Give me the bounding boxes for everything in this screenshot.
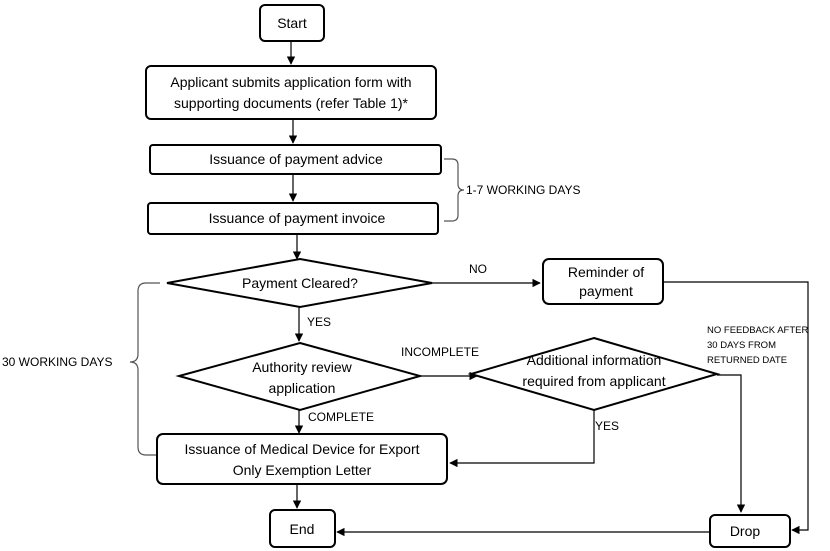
node-payment-advice: Issuance of payment advice [149, 144, 442, 175]
edge-label-no-feedback-line-2: 30 DAYS FROM [707, 340, 776, 351]
edge-label-no-feedback-line-1: NO FEEDBACK AFTER [707, 325, 808, 336]
annotation-30-working-days: 30 WORKING DAYS [2, 355, 112, 369]
issuance-exemption-letter-label-line-1: Issuance of Medical Device for Export [185, 441, 420, 457]
reminder-of-payment-label-line-1: Reminder of [568, 264, 644, 280]
annotation-1-7-working-days: 1-7 WORKING DAYS [466, 183, 580, 197]
issuance-exemption-letter-box [156, 433, 448, 485]
node-authority-review: Authority review application [175, 341, 424, 412]
authority-review-label-line-2: application [269, 380, 336, 396]
edge-additional-to-drop [717, 374, 746, 513]
payment-invoice-box [147, 202, 439, 235]
submit-application-label-line-2: supporting documents (refer Table 1)* [174, 95, 409, 111]
edge-label-yes-payment: YES [307, 315, 331, 329]
brace-30-working-days [129, 282, 160, 456]
reminder-of-payment-box [542, 258, 664, 305]
node-issuance-exemption-letter: Issuance of Medical Device for Export On… [156, 433, 448, 485]
end-box [269, 509, 336, 548]
authority-review-diamond [175, 341, 424, 412]
payment-cleared-label: Payment Cleared? [242, 275, 358, 291]
node-submit-application: Applicant submits application form with … [145, 65, 437, 120]
end-label: End [290, 521, 315, 537]
payment-advice-label: Issuance of payment advice [209, 151, 383, 167]
node-end: End [269, 509, 336, 548]
additional-information-diamond [467, 336, 721, 412]
additional-information-label-line-1: Additional information [527, 352, 662, 368]
edge-label-complete: COMPLETE [308, 410, 374, 424]
node-payment-invoice: Issuance of payment invoice [147, 202, 439, 235]
edge-additional-yes-to-issuance [449, 410, 595, 468]
node-additional-information: Additional information required from app… [467, 336, 721, 412]
brace-1-7-working-days [444, 158, 465, 222]
drop-label: Drop [730, 523, 761, 539]
drop-box [709, 514, 791, 548]
node-payment-cleared: Payment Cleared? [166, 257, 433, 309]
payment-invoice-label: Issuance of payment invoice [209, 210, 386, 226]
additional-information-label-line-2: required from applicant [522, 373, 665, 389]
start-label: Start [277, 15, 307, 31]
connectors [286, 41, 809, 537]
node-drop: Drop [709, 514, 791, 548]
edge-label-no-feedback-line-3: RETURNED DATE [707, 355, 787, 366]
edge-label-yes-additional: YES [595, 419, 619, 433]
start-box [259, 4, 325, 42]
submit-application-label-line-1: Applicant submits application form with [170, 74, 411, 90]
payment-advice-box [149, 144, 442, 175]
issuance-exemption-letter-label-line-2: Only Exemption Letter [233, 462, 372, 478]
edge-reminder-to-drop [663, 281, 809, 535]
edge-label-no: NO [469, 262, 487, 276]
payment-cleared-diamond [166, 257, 433, 309]
reminder-of-payment-label-line-2: payment [579, 283, 633, 299]
submit-application-box [145, 65, 437, 120]
node-start: Start [259, 4, 325, 42]
node-reminder-of-payment: Reminder of payment [542, 258, 664, 305]
edge-label-incomplete: INCOMPLETE [401, 345, 479, 359]
authority-review-label-line-1: Authority review [252, 359, 352, 375]
